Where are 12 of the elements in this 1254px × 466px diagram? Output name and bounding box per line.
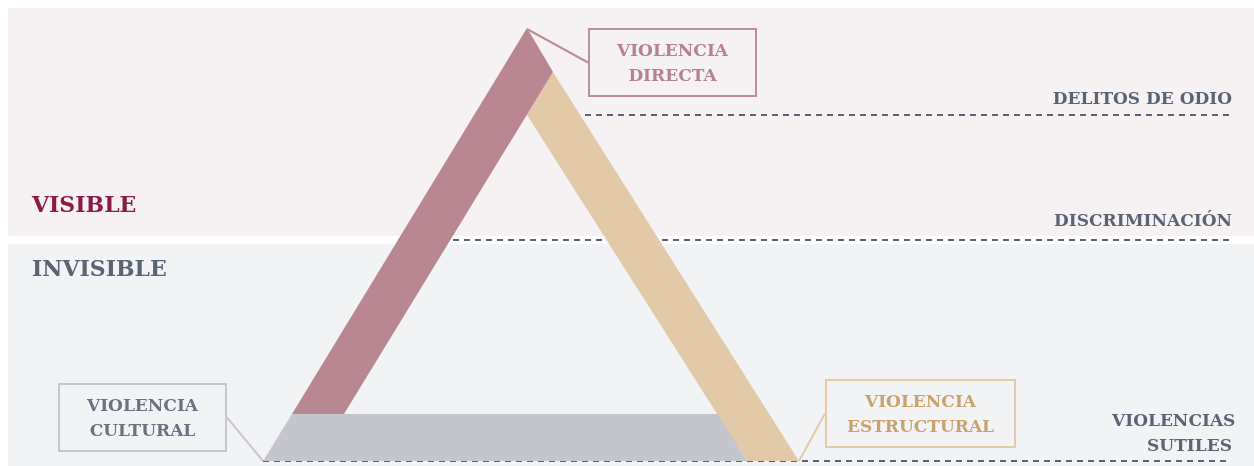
label-box: VIOLENCIA CULTURAL	[58, 383, 227, 452]
label-box: VIOLENCIA ESTRUCTURAL	[825, 379, 1016, 448]
label-box: VIOLENCIA DIRECTA	[588, 28, 757, 97]
level-label: DISCRIMINACIÓN	[1054, 210, 1232, 230]
leader-line	[798, 412, 826, 462]
triangle-base-band	[263, 414, 747, 461]
leader-line	[226, 416, 264, 462]
leader-line	[526, 28, 589, 64]
level-label: DELITOS DE ODIO	[1052, 88, 1232, 108]
section-heading: VISIBLE	[32, 191, 137, 217]
triangle-side-band	[292, 28, 553, 414]
section-heading: INVISIBLE	[32, 255, 167, 281]
